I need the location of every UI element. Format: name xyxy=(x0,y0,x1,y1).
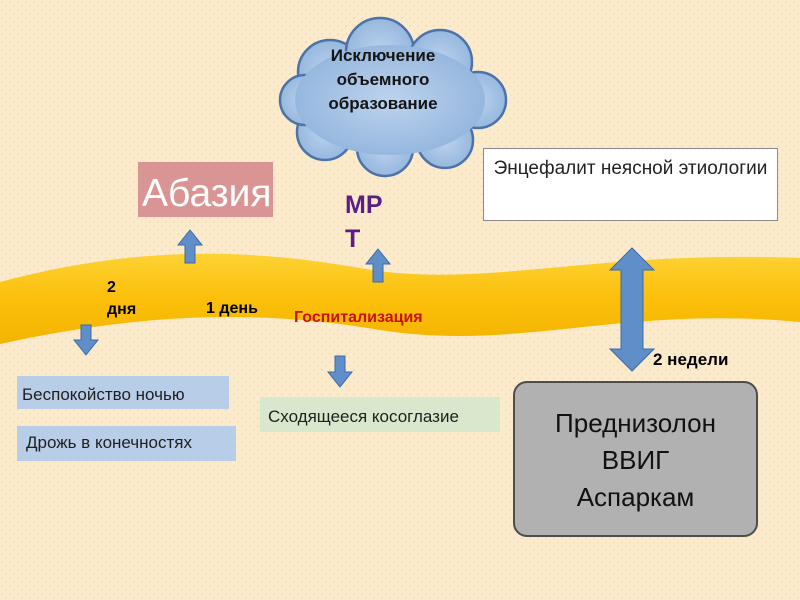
arrow-down-hospitalization xyxy=(326,355,354,388)
arrow-up-mrt xyxy=(364,248,392,283)
abasia-label: Абазия xyxy=(142,172,272,215)
encephalitis-label: Энцефалит неясной этиологии xyxy=(493,158,768,179)
squint-label: Сходящееся косоглазие xyxy=(268,407,459,426)
treatment-item-prednisolone: Преднизолон xyxy=(555,408,716,438)
tremor-label: Дрожь в конечностях xyxy=(26,433,192,452)
label-1-day: 1 день xyxy=(206,300,258,317)
treatment-list: Преднизолон ВВИГ Аспаркам xyxy=(513,405,758,516)
tremor-box xyxy=(17,426,236,461)
arrow-up-abasia xyxy=(176,229,204,264)
mrt-label: МРТ xyxy=(345,191,383,253)
treatment-item-asparkam: Аспаркам xyxy=(576,482,695,512)
timeline-band xyxy=(0,253,800,344)
treatment-item-ivig: ВВИГ xyxy=(601,445,670,475)
cloud-label: Исключение объемного образование xyxy=(328,46,438,113)
arrow-down-day2 xyxy=(72,324,100,356)
cloud-shape xyxy=(278,16,508,178)
restlessness-label: Беспокойство ночью xyxy=(22,385,185,404)
treatment-box xyxy=(513,381,758,537)
label-hospitalization: Госпитализация xyxy=(294,309,423,326)
restlessness-box xyxy=(17,376,229,409)
abasia-box xyxy=(138,162,273,217)
encephalitis-box xyxy=(483,148,778,221)
double-arrow xyxy=(608,247,656,372)
squint-box xyxy=(260,397,500,432)
label-2-days: 2 дня xyxy=(107,279,137,318)
label-2-weeks: 2 недели xyxy=(653,350,729,369)
